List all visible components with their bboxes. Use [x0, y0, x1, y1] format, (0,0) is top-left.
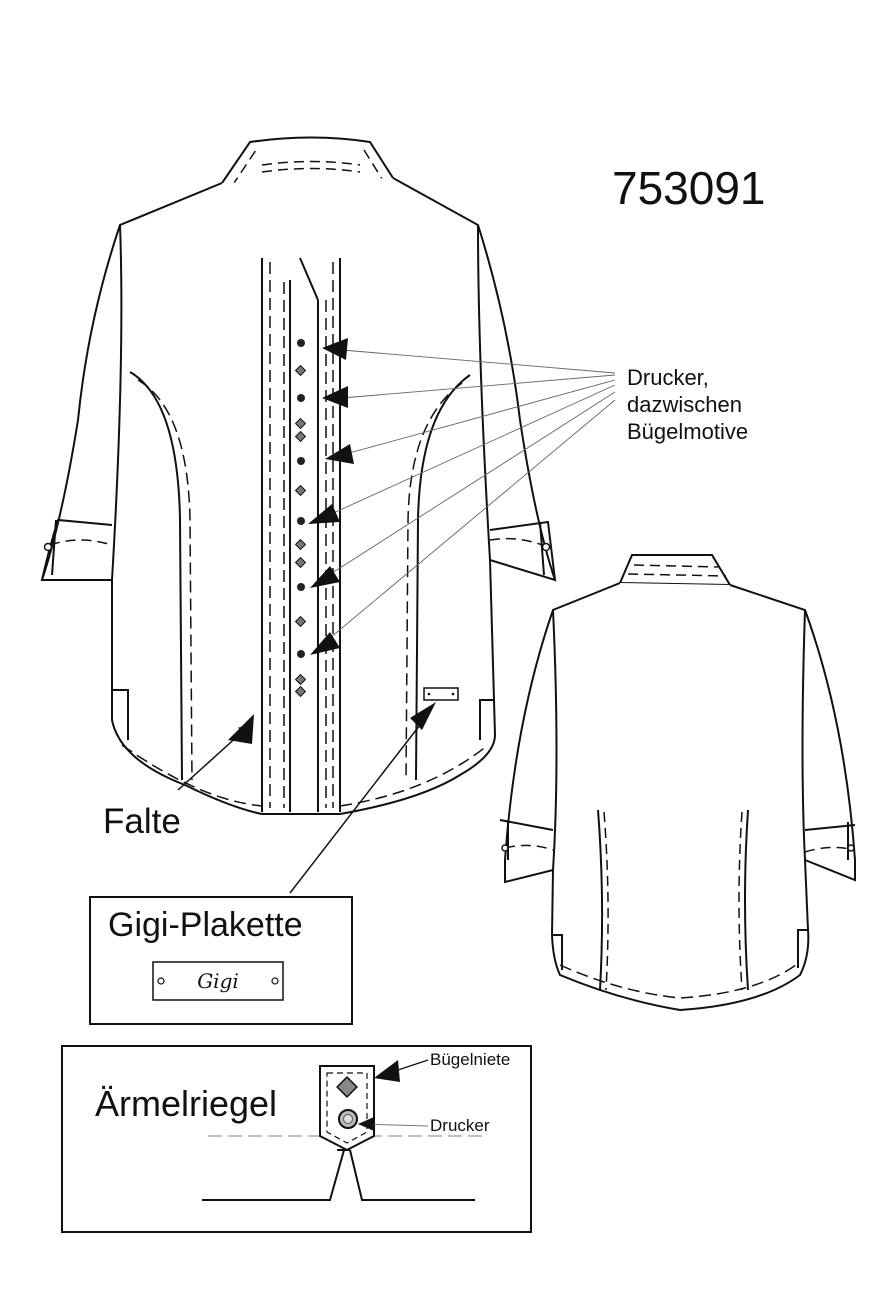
back-darts	[597, 809, 749, 991]
falte-label: Falte	[103, 802, 181, 841]
riegel-detail-box	[61, 1045, 532, 1233]
back-cuff-snap-icon	[847, 844, 855, 852]
right-sleeve-seam	[477, 224, 491, 561]
riegel-sleeve	[202, 1149, 475, 1201]
niete-pointer	[397, 1059, 429, 1071]
diamond-stud-icon	[294, 538, 307, 551]
back-body-outline	[504, 582, 856, 1012]
arrow-head-icon	[310, 566, 340, 588]
back-collar-stitch	[627, 564, 727, 577]
diamond-stud-icon	[294, 685, 307, 698]
back-sleeve-seams	[552, 609, 806, 871]
style-number: 753091	[612, 162, 766, 214]
round-snap-icon	[297, 394, 305, 402]
front-body-outline	[40, 177, 557, 815]
diamond-stud-icon	[294, 556, 307, 569]
round-snap-icon	[297, 457, 305, 465]
arrow-head-icon	[322, 386, 348, 408]
placket-hardware	[43, 339, 551, 698]
riegel-title: Ärmelriegel	[95, 1083, 278, 1124]
back-view-shirt	[499, 554, 856, 1012]
placket-stitch	[269, 262, 334, 808]
left-princess-seam	[129, 371, 183, 781]
arrow-head-icon	[410, 702, 436, 730]
arrow-head-icon	[358, 1117, 374, 1131]
round-snap-icon	[297, 650, 305, 658]
riegel-tab	[319, 1065, 375, 1152]
callout-arrow-heads	[308, 338, 354, 655]
back-collar	[618, 554, 732, 587]
right-cuff	[489, 520, 556, 581]
back-cuff-stitch	[504, 844, 856, 853]
drucker-callout-label: Drucker, dazwischen Bügelmotive	[627, 365, 749, 444]
diamond-stud-icon	[294, 673, 307, 686]
front-collar-stitch	[225, 149, 385, 251]
round-snap-icon	[297, 339, 305, 347]
plakette-detail-tag	[152, 961, 284, 1001]
plakette-arrow	[289, 711, 431, 894]
plakette-title: Gigi-Plakette	[108, 906, 303, 944]
plakette-hole-icon	[157, 977, 165, 985]
niete-label: Bügelniete	[430, 1050, 511, 1069]
left-cuff	[41, 518, 113, 581]
round-snap-icon	[297, 517, 305, 525]
drucker-detail-label: Drucker	[430, 1116, 490, 1135]
back-cuffs	[499, 819, 856, 860]
callout-lines	[317, 349, 616, 649]
back-vents	[552, 929, 808, 970]
arrow-head-icon	[310, 632, 340, 655]
arrow-head-icon	[325, 444, 354, 464]
diamond-stud-icon	[294, 417, 307, 430]
diamond-stud-icon	[294, 615, 307, 628]
back-dart-stitch	[603, 811, 743, 991]
left-princess-stitch	[137, 379, 193, 781]
diamond-stud-icon	[294, 364, 307, 377]
gigi-logo: Gigi	[197, 969, 239, 993]
arrow-head-icon	[228, 714, 254, 744]
back-hem-stitch	[559, 961, 801, 999]
diamond-stud-icon	[294, 484, 307, 497]
plakette-detail-box	[89, 896, 353, 1025]
arrow-head-icon	[374, 1060, 400, 1082]
riegel-tab-stitch	[326, 1072, 368, 1144]
left-cuff-snap-icon	[43, 542, 53, 552]
diamond-stud-icon	[336, 1076, 358, 1098]
front-view-shirt	[40, 136, 557, 815]
plakette-hole-icon	[271, 977, 279, 985]
arrow-head-icon	[322, 338, 348, 360]
front-placket	[261, 257, 341, 812]
diamond-stud-icon	[294, 430, 307, 443]
left-sleeve-seam	[111, 224, 123, 581]
side-vents	[112, 689, 495, 740]
round-snap-inner-icon	[343, 1114, 353, 1124]
round-snap-icon	[297, 583, 305, 591]
arrow-head-icon	[308, 504, 340, 524]
right-cuff-snap-icon	[541, 542, 551, 552]
right-princess-stitch	[405, 382, 463, 781]
back-cuff-snap-icon	[501, 844, 509, 852]
front-plakette	[423, 687, 459, 701]
